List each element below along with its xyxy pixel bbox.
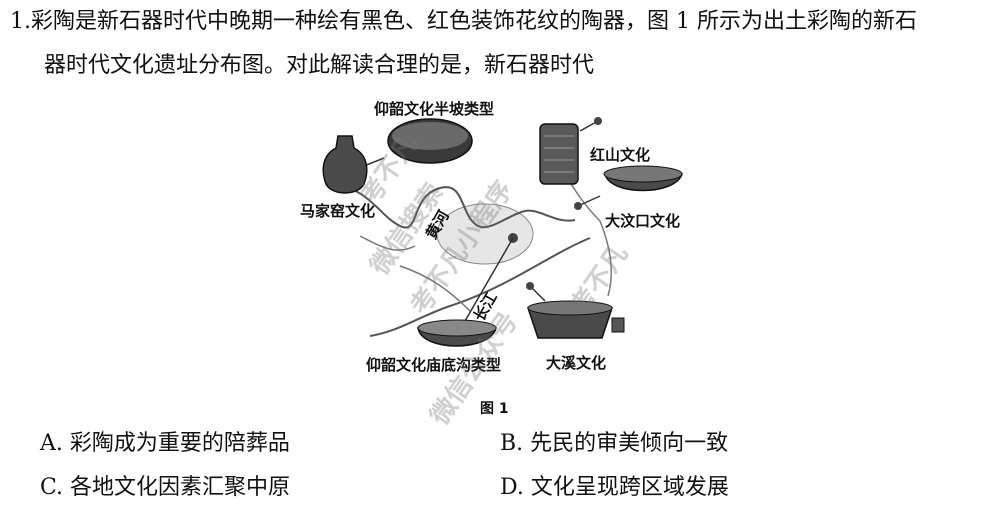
yellow-river-line (339, 185, 576, 229)
pointer-dot-dawenkou (574, 202, 582, 210)
pointer-dot-hongshan (594, 117, 602, 125)
option-a[interactable]: A. 彩陶成为重要的陪葬品 (40, 431, 290, 456)
pointer-dot-daxi (526, 282, 534, 290)
river-tributary-1 (359, 235, 416, 251)
label-hongshan: 红山文化 (590, 146, 651, 164)
central-plain-area (436, 203, 534, 265)
pointer-miaodigou (464, 237, 514, 322)
option-d[interactable]: D. 文化呈现跨区域发展 (500, 475, 729, 500)
pottery-banpo-rim (392, 122, 468, 150)
option-b[interactable]: B. 先民的审美倾向一致 (500, 431, 729, 456)
label-yangshao-miaodigou: 仰韶文化庙底沟类型 (366, 356, 502, 374)
option-c[interactable]: C. 各地文化因素汇聚中原 (40, 475, 291, 500)
river-tributary-2 (399, 265, 471, 312)
question-line-1: 1.彩陶是新石器时代中晚期一种绘有黑色、红色装饰花纹的陶器，图 1 所示为出土彩… (10, 9, 917, 34)
label-dawenkou: 大汶口文化 (605, 212, 681, 230)
pottery-hongshan-jar (539, 123, 579, 185)
coast-line (559, 165, 613, 297)
label-daxi: 大溪文化 (546, 354, 607, 372)
yangtze-river-line (369, 237, 591, 337)
distribution-map: 仰韶文化半坡类型 红山文化 马家窑文化 大汶口文化 黄河 长江 仰韶文化庙底沟类… (300, 96, 720, 386)
pointer-majiayao (363, 157, 385, 167)
label-majiayao: 马家窑文化 (300, 202, 376, 220)
pottery-majiayao-jar (322, 135, 368, 194)
map-drawing (322, 117, 684, 347)
question-line-2: 器时代文化遗址分布图。对此解读合理的是，新石器时代 (44, 53, 595, 78)
figure-caption: 图 1 (480, 401, 509, 417)
pointer-dawenkou (577, 195, 601, 207)
label-yangshao-banpo: 仰韶文化半坡类型 (374, 100, 495, 118)
